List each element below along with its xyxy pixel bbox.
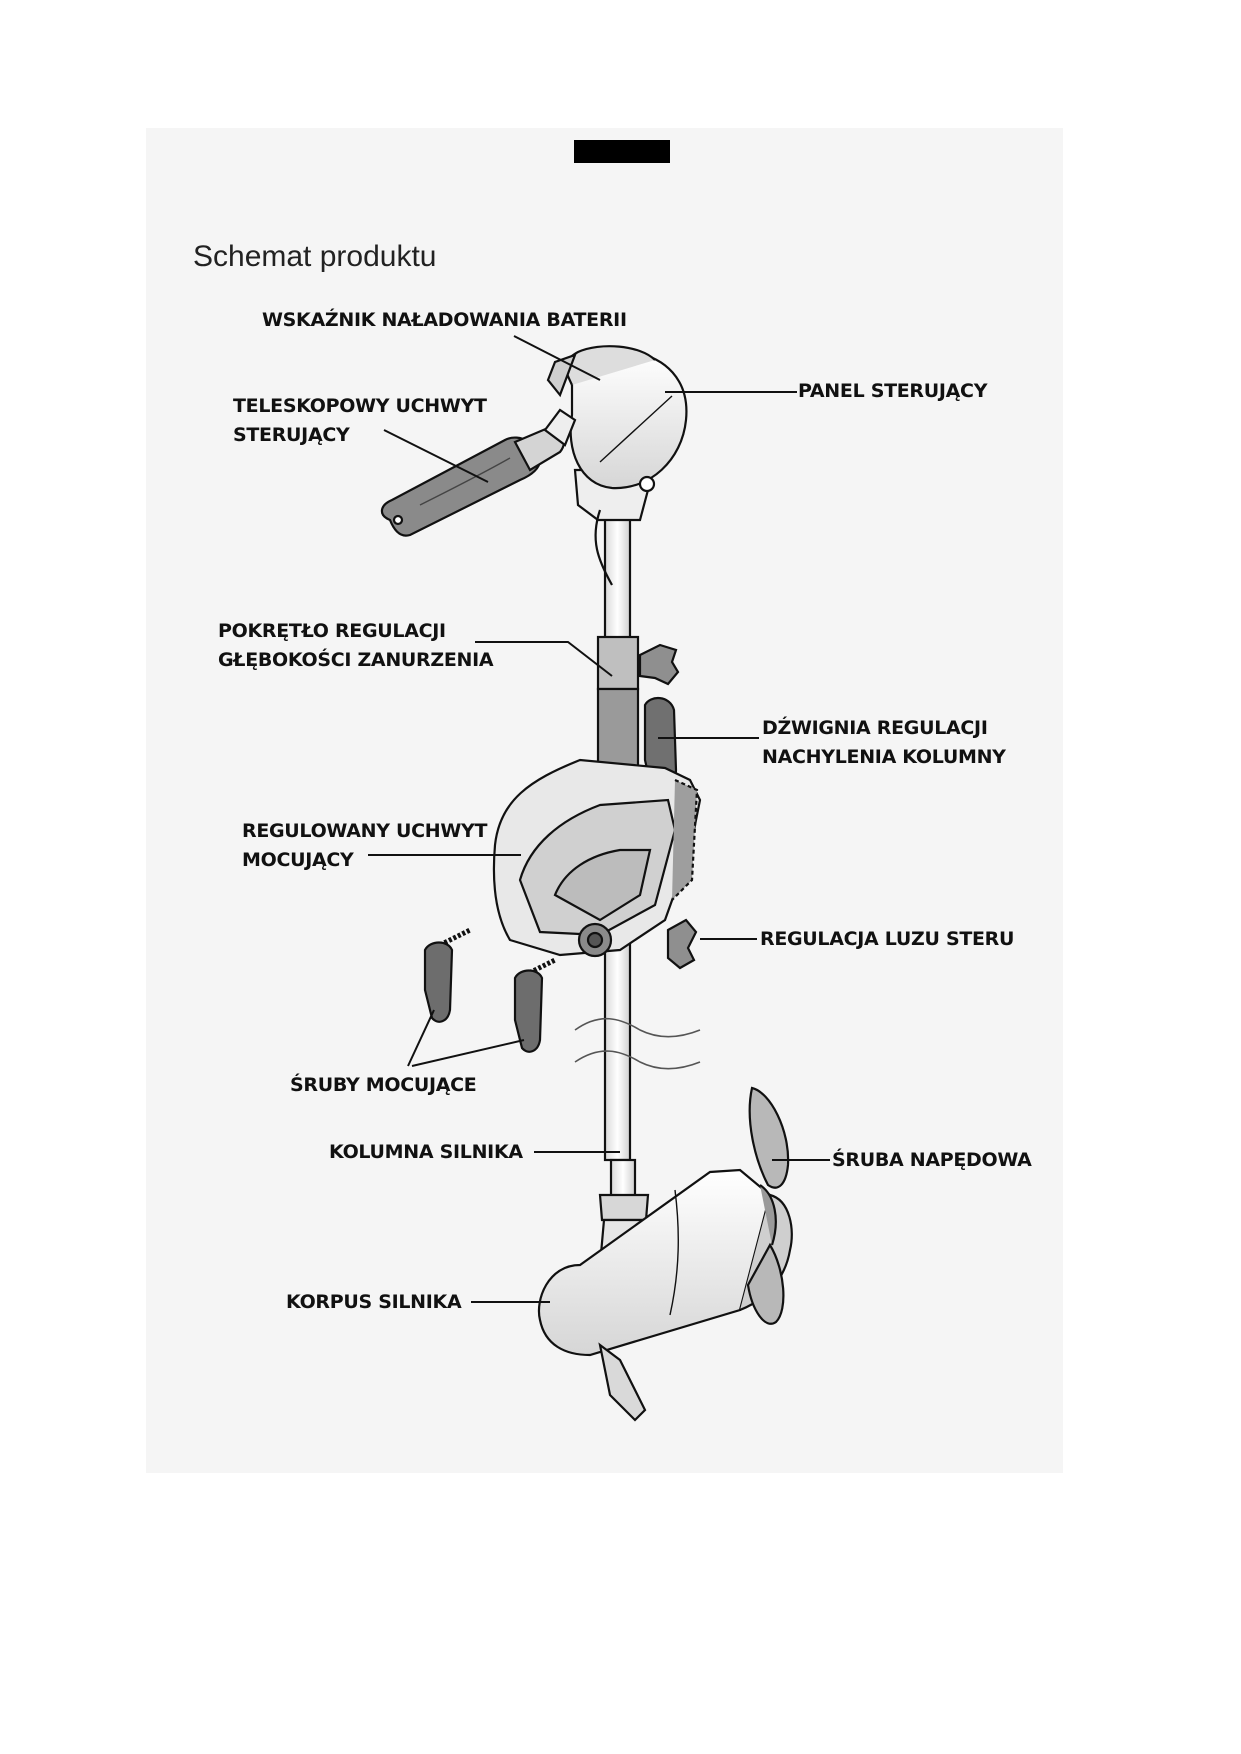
label-shaft: KOLUMNA SILNIKA: [329, 1138, 523, 1167]
clamp-screws: [423, 927, 557, 1053]
label-motor-housing: KORPUS SILNIKA: [286, 1288, 462, 1317]
label-tilt-lever-line1: DŹWIGNIA REGULACJI: [762, 717, 988, 739]
label-depth-knob: POKRĘTŁO REGULACJI GŁĘBOKOŚCI ZANURZENIA: [218, 617, 494, 675]
label-mounting-bracket-line1: REGULOWANY UCHWYT: [242, 820, 488, 842]
label-clamp-screws: ŚRUBY MOCUJĄCE: [290, 1071, 477, 1100]
label-tilt-lever-line2: NACHYLENIA KOLUMNY: [762, 746, 1006, 768]
control-head: [546, 345, 688, 586]
label-mounting-bracket: REGULOWANY UCHWYT MOCUJĄCY: [242, 817, 487, 875]
label-propeller-text: ŚRUBA NAPĘDOWA: [832, 1149, 1032, 1171]
label-mounting-bracket-line2: MOCUJĄCY: [242, 849, 354, 871]
leader-lines: [368, 335, 830, 1303]
motor-shaft: [603, 498, 637, 1212]
label-telescopic-tiller-line1: TELESKOPOWY UCHWYT: [233, 395, 487, 417]
label-depth-knob-line1: POKRĘTŁO REGULACJI: [218, 620, 446, 642]
label-shaft-text: KOLUMNA SILNIKA: [329, 1141, 523, 1163]
label-telescopic-tiller-line2: STERUJĄCY: [233, 424, 350, 446]
redaction-bar: [574, 140, 670, 163]
label-motor-housing-text: KORPUS SILNIKA: [286, 1291, 462, 1313]
label-control-panel: PANEL STERUJĄCY: [798, 377, 987, 406]
water-line-marks: [574, 1017, 701, 1070]
label-clamp-screws-text: ŚRUBY MOCUJĄCE: [290, 1074, 477, 1096]
tiller-handle: [380, 408, 577, 537]
mounting-bracket: [492, 758, 702, 970]
propeller: [746, 1086, 790, 1325]
label-steering-tension: REGULACJA LUZU STERU: [760, 925, 1014, 954]
label-control-panel-text: PANEL STERUJĄCY: [798, 380, 988, 402]
label-tilt-lever: DŹWIGNIA REGULACJI NACHYLENIA KOLUMNY: [762, 714, 1006, 772]
label-steering-tension-text: REGULACJA LUZU STERU: [760, 928, 1015, 950]
label-battery-indicator: WSKAŹNIK NAŁADOWANIA BATERII: [262, 306, 627, 335]
page-title: Schemat produktu: [193, 240, 437, 273]
label-telescopic-tiller: TELESKOPOWY UCHWYT STERUJĄCY: [233, 392, 487, 450]
label-propeller: ŚRUBA NAPĘDOWA: [832, 1146, 1032, 1175]
label-battery-indicator-text: WSKAŹNIK NAŁADOWANIA BATERII: [262, 309, 627, 331]
label-depth-knob-line2: GŁĘBOKOŚCI ZANURZENIA: [218, 649, 494, 671]
